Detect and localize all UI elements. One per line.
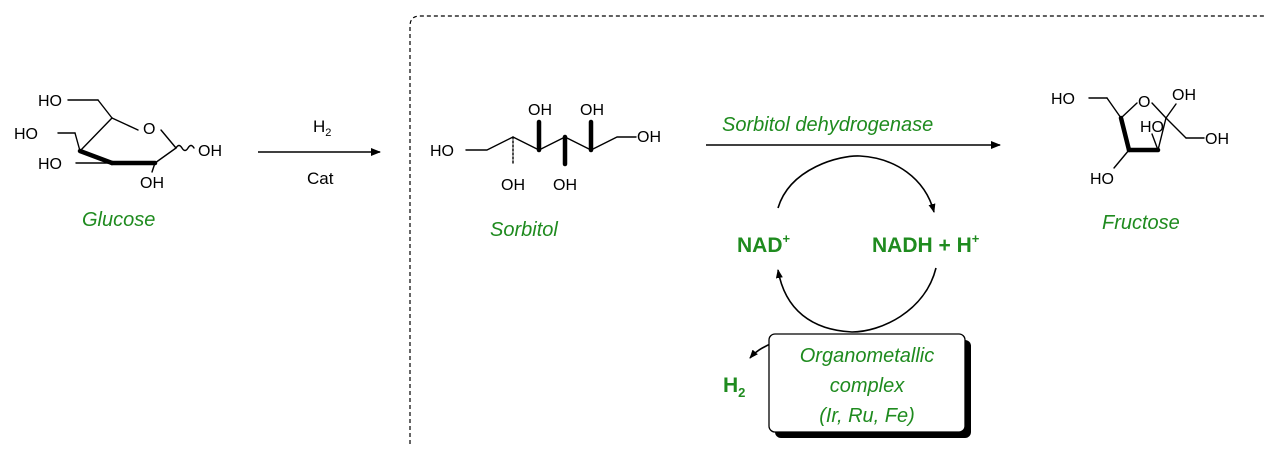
fructose-structure <box>1088 97 1205 169</box>
h2-byproduct: H2 <box>723 374 745 400</box>
glucose-label-4: O <box>143 121 155 138</box>
glucose-label-5: OH <box>198 143 222 160</box>
fructose-name: Fructose <box>1102 212 1180 234</box>
catalyst-line-1: Organometallic <box>800 345 935 367</box>
catalyst-label: Cat <box>307 169 334 188</box>
fructose-label-1: HO <box>1051 91 1075 108</box>
enzyme-label: Sorbitol dehydrogenase <box>722 114 933 136</box>
sorbitol-label-6: OH <box>637 129 661 146</box>
sorbitol-structure <box>465 119 637 167</box>
sorbitol-label-4: OH <box>501 177 525 194</box>
lower-cycle-arc <box>775 267 937 333</box>
upper-cycle-arc <box>777 155 936 213</box>
nadh-h-plus: NADH + H+ <box>872 231 980 257</box>
fructose-label-6: HO <box>1090 171 1114 188</box>
glucose-name: Glucose <box>82 209 155 231</box>
glucose-label-2: HO <box>14 126 38 143</box>
glucose-label-6: OH <box>140 175 164 192</box>
fructose-label-3: OH <box>1172 87 1196 104</box>
glucose-label-1: HO <box>38 93 62 110</box>
sorbitol-label-1: HO <box>430 143 454 160</box>
glucose-label-3: HO <box>38 156 62 173</box>
catalyst-box <box>768 333 966 433</box>
sorbitol-label-5: OH <box>553 177 577 194</box>
sorbitol-label-3: OH <box>580 102 604 119</box>
sorbitol-label-2: OH <box>528 102 552 119</box>
catalyst-line-3: (Ir, Ru, Fe) <box>819 405 915 427</box>
dashed-boundary <box>409 15 1265 444</box>
catalyst-line-2: complex <box>830 375 905 397</box>
fructose-label-4: HO <box>1140 119 1164 136</box>
glucose-structure <box>57 99 195 173</box>
reagent-h2: H2 <box>313 117 331 139</box>
sorbitol-name: Sorbitol <box>490 219 558 241</box>
fructose-label-2: O <box>1138 94 1150 111</box>
fructose-label-5: OH <box>1205 131 1229 148</box>
nad-plus: NAD+ <box>737 231 791 257</box>
